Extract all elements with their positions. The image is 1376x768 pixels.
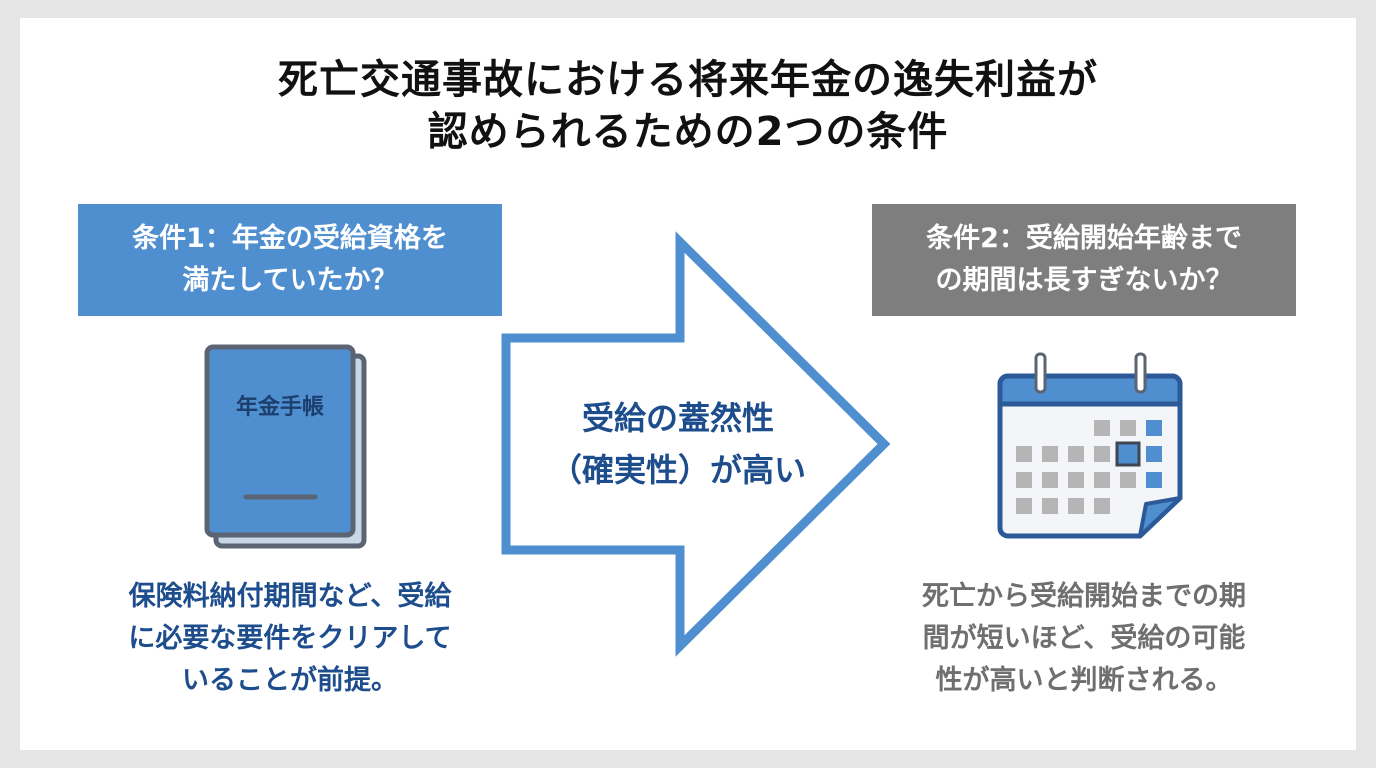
calendar-day-cell xyxy=(1068,472,1084,488)
page-title: 死亡交通事故における将来年金の逸失利益が 認められるための2つの条件 xyxy=(0,54,1376,158)
calendar-day-cell xyxy=(1094,472,1110,488)
condition-2-line-2: の期間は長すぎないか？ xyxy=(935,265,1233,296)
calendar-day-cell xyxy=(1146,472,1162,488)
condition-2-description: 死亡から受給開始までの期 間が短いほど、受給の可能 性が高いと判断される。 xyxy=(872,576,1296,702)
condition-1-line-2: 満たしていたか？ xyxy=(182,265,398,296)
title-line-1: 死亡交通事故における将来年金の逸失利益が xyxy=(278,57,1098,103)
calendar-day-cell xyxy=(1068,498,1084,514)
condition-1-header: 条件1：年金の受給資格を 満たしていたか？ xyxy=(78,204,502,316)
condition-1-desc-line-1: 保険料納付期間など、受給 xyxy=(128,581,452,612)
calendar-day-cell xyxy=(1094,498,1110,514)
calendar-day-cell xyxy=(1120,420,1136,436)
calendar-day-cell xyxy=(1042,446,1058,462)
calendar-day-cell xyxy=(1042,472,1058,488)
condition-2-desc-line-2: 間が短いほど、受給の可能 xyxy=(922,623,1246,654)
condition-2-line-1: 条件2：受給開始年齢まで xyxy=(926,223,1242,254)
arrow-label: 受給の蓋然性 （確実性）が高い xyxy=(520,392,836,496)
arrow-line-2: （確実性）が高い xyxy=(549,451,806,489)
calendar-day-cell xyxy=(1016,498,1032,514)
condition-1-description: 保険料納付期間など、受給 に必要な要件をクリアして いることが前提。 xyxy=(78,576,502,702)
pension-book-icon: 年金手帳 xyxy=(204,344,367,549)
condition-1-desc-line-2: に必要な要件をクリアして xyxy=(128,623,452,654)
calendar-icon xyxy=(997,352,1183,539)
calendar-day-cell xyxy=(1042,498,1058,514)
calendar-day-cell xyxy=(1016,446,1032,462)
condition-1-line-1: 条件1：年金の受給資格を xyxy=(132,223,448,254)
calendar-day-cell xyxy=(1016,472,1032,488)
big-arrow-shape xyxy=(501,231,891,657)
title-line-2: 認められるための2つの条件 xyxy=(427,109,949,155)
calendar-day-cell xyxy=(1115,441,1141,467)
calendar-day-cell xyxy=(1146,446,1162,462)
calendar-day-cell xyxy=(1094,420,1110,436)
calendar-day-cell xyxy=(1120,472,1136,488)
calendar-day-cell xyxy=(1068,446,1084,462)
arrow-line-1: 受給の蓋然性 xyxy=(581,399,774,437)
condition-1-desc-line-3: いることが前提。 xyxy=(182,665,398,696)
calendar-day-cell xyxy=(1094,446,1110,462)
calendar-day-cell xyxy=(1146,420,1162,436)
condition-2-header: 条件2：受給開始年齢まで の期間は長すぎないか？ xyxy=(872,204,1296,316)
condition-2-desc-line-3: 性が高いと判断される。 xyxy=(935,665,1233,696)
book-label: 年金手帳 xyxy=(236,394,324,420)
condition-2-desc-line-1: 死亡から受給開始までの期 xyxy=(922,581,1246,612)
